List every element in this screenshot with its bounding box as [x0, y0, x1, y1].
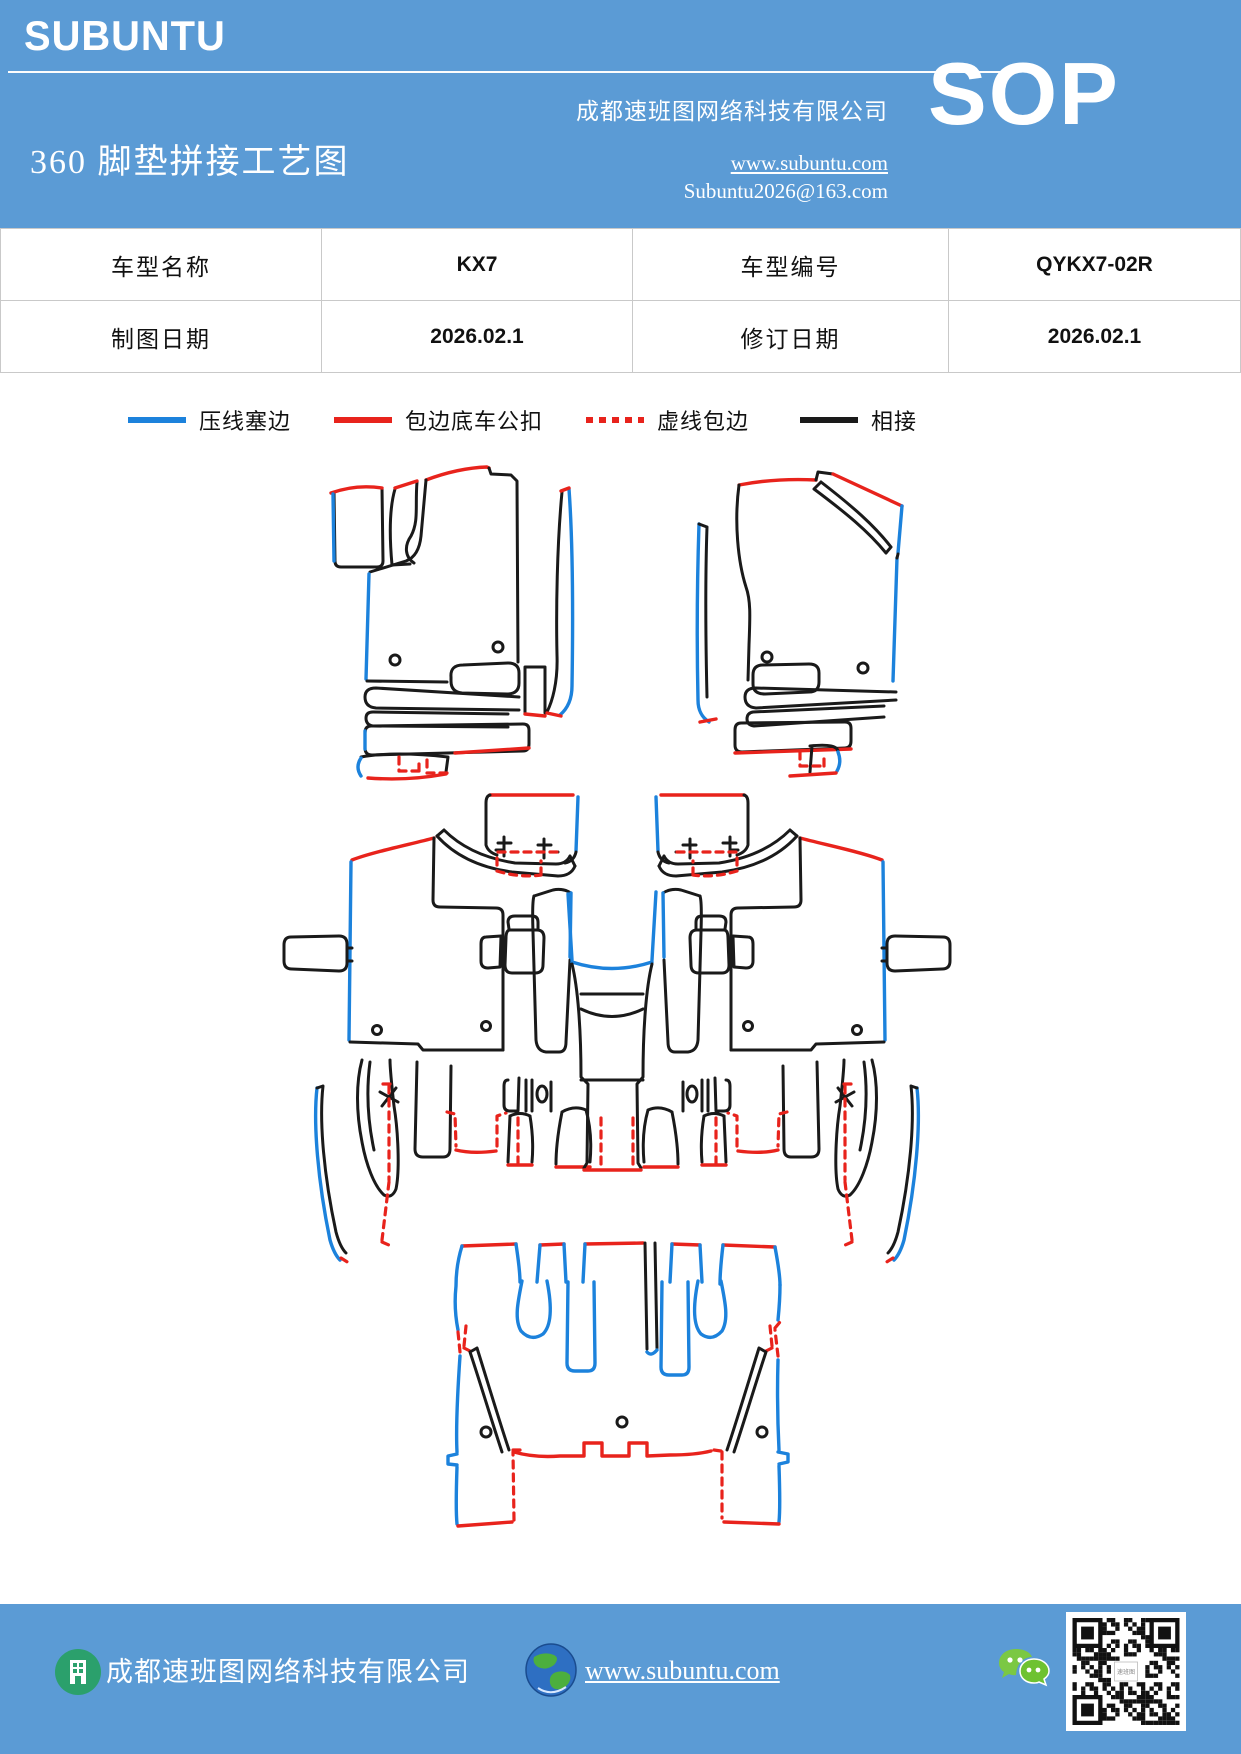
- vehicle-info-table: 车型名称 KX7 车型编号 QYKX7-02R 制图日期 2026.02.1 修…: [0, 228, 1241, 373]
- draw-date-value: 2026.02.1: [321, 300, 633, 373]
- center-tunnel: [566, 890, 658, 1172]
- front-left-mat: [329, 465, 575, 781]
- trunk-mat: [446, 1241, 790, 1528]
- globe-icon: [525, 1643, 577, 1697]
- legend-item: 压线塞边: [128, 404, 291, 436]
- company-name: 成都速班图网络科技有限公司: [576, 99, 888, 124]
- blue-line-swatch: [128, 417, 186, 423]
- header-banner: SUBUNTU 360 脚垫拼接工艺图 成都速班图网络科技有限公司 www.su…: [0, 0, 1241, 228]
- table-row: 车型名称 KX7 车型编号 QYKX7-02R: [0, 228, 1241, 301]
- legend-label: 压线塞边: [199, 409, 292, 434]
- wechat-icon: [999, 1649, 1050, 1687]
- red-line-swatch: [334, 417, 392, 423]
- legend-item: 虚线包边: [586, 404, 749, 436]
- footer-company-name: 成都速班图网络科技有限公司: [106, 1657, 470, 1687]
- revise-date-value: 2026.02.1: [948, 300, 1241, 373]
- building-icon: [55, 1649, 101, 1695]
- legend-label: 包边底车公扣: [405, 409, 544, 434]
- qr-code: 速班图: [1066, 1612, 1186, 1731]
- revise-date-label: 修订日期: [632, 300, 949, 373]
- table-row: 制图日期 2026.02.1 修订日期 2026.02.1: [0, 300, 1241, 373]
- model-name-label: 车型名称: [0, 228, 322, 301]
- email-address: Subuntu2026@163.com: [683, 179, 888, 203]
- black-line-swatch: [800, 417, 858, 423]
- red-dotted-swatch: [586, 417, 644, 423]
- front-right-mat: [695, 470, 904, 778]
- legend-label: 虚线包边: [657, 409, 750, 434]
- line-legend: 压线塞边 包边底车公扣 虚线包边 相接: [0, 404, 1241, 440]
- company-logo: SUBUNTU: [24, 12, 226, 59]
- website-link[interactable]: www.subuntu.com: [730, 151, 888, 175]
- footer-website-link[interactable]: www.subuntu.com: [585, 1656, 780, 1685]
- middle-row-right-panel: [631, 793, 952, 1265]
- svg-text:速班图: 速班图: [1117, 1668, 1135, 1676]
- page-title: 360 脚垫拼接工艺图: [30, 144, 350, 181]
- header-divider: [8, 71, 1003, 73]
- middle-row-left-panel: [282, 793, 603, 1265]
- model-code-value: QYKX7-02R: [948, 228, 1241, 301]
- draw-date-label: 制图日期: [0, 300, 322, 373]
- legend-item: 包边底车公扣: [334, 404, 543, 436]
- legend-item: 相接: [800, 404, 917, 436]
- model-name-value: KX7: [321, 228, 633, 301]
- legend-label: 相接: [871, 409, 918, 434]
- model-code-label: 车型编号: [632, 228, 949, 301]
- sop-label: SOP: [928, 44, 1120, 143]
